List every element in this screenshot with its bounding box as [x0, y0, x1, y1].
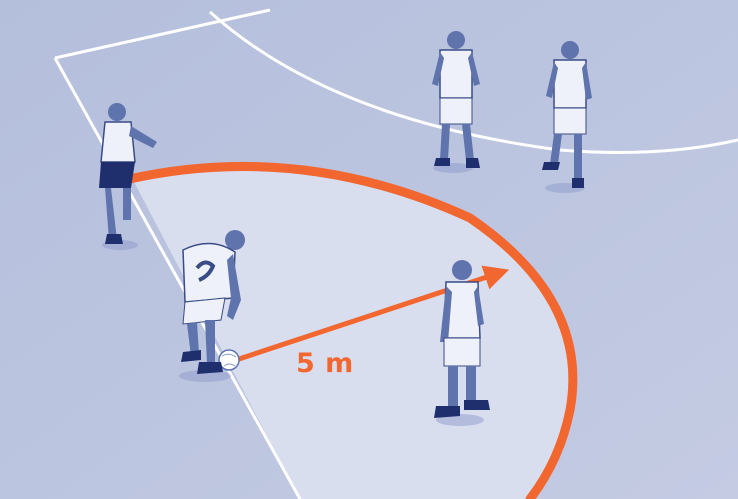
distance-label: 5 m	[296, 350, 354, 377]
